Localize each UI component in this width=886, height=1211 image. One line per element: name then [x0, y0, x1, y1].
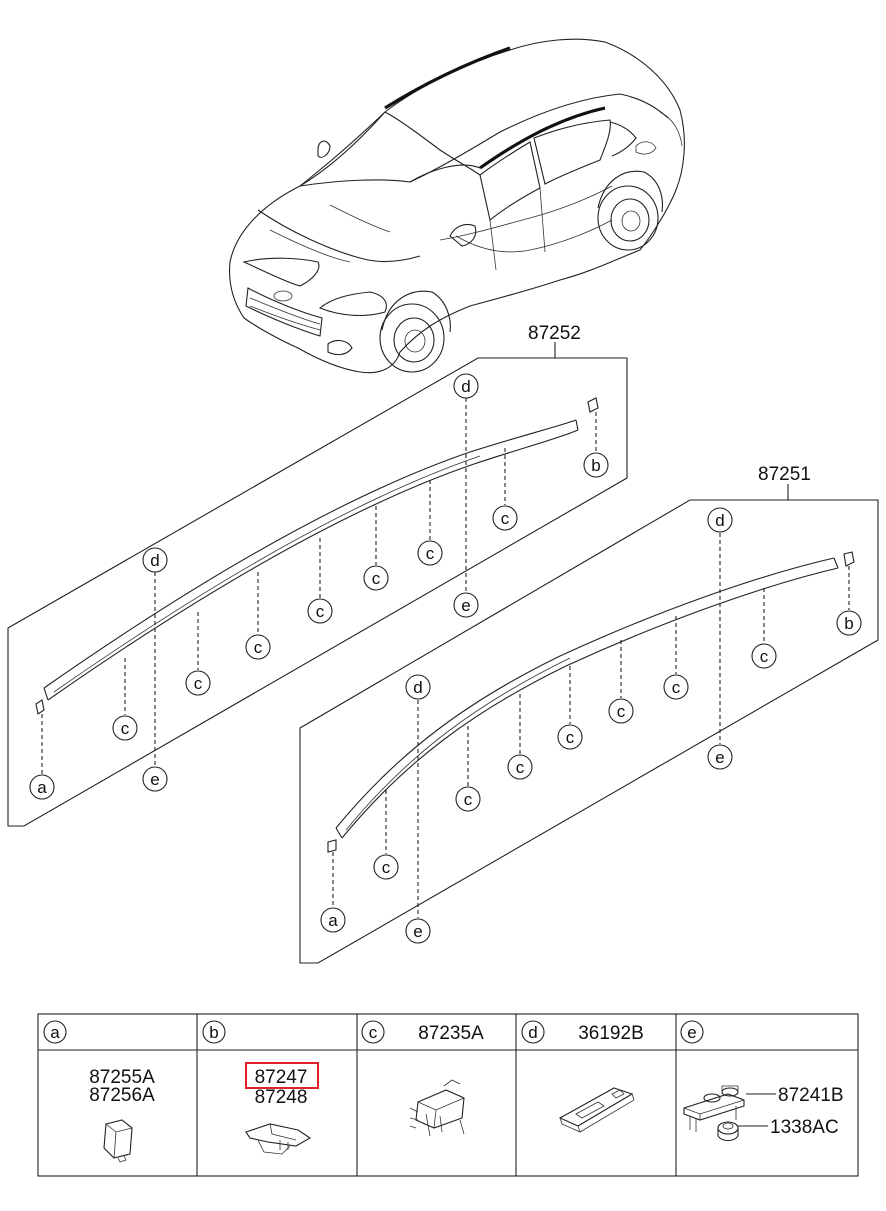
legend-letter-d: d [528, 1023, 537, 1042]
callout-d: d [453, 373, 479, 399]
callout-e: e [142, 766, 168, 792]
svg-text:c: c [566, 728, 575, 747]
assembly-87252-label: 87252 [528, 323, 581, 344]
legend-cell-c: c 87235A [361, 1020, 484, 1137]
svg-text:c: c [426, 544, 435, 563]
callout-b: b [836, 610, 862, 636]
callout-e: e [707, 744, 733, 770]
callout-c: c [307, 598, 333, 624]
callout-c: c [417, 540, 443, 566]
legend-table-border [37, 1013, 859, 1177]
callout-a: a [320, 907, 346, 933]
car-illustration [228, 38, 685, 374]
svg-text:e: e [715, 748, 724, 767]
svg-text:d: d [715, 511, 724, 530]
legend-cell-e: e 87241B 1338AC [680, 1020, 844, 1142]
svg-text:c: c [617, 702, 626, 721]
svg-text:d: d [461, 377, 470, 396]
roof-molding-strip-1 [43, 419, 577, 689]
clip-a-illustration [103, 1119, 133, 1163]
end-cap-a-1 [35, 699, 45, 715]
end-cap-b-1 [587, 397, 599, 413]
assembly-87252: 87252 a b d d e e c c c c c c c [7, 323, 628, 827]
svg-text:c: c [501, 509, 510, 528]
legend-cell-d: d 36192B [521, 1020, 644, 1133]
svg-text:c: c [760, 647, 769, 666]
legend-part-87256a: 87256A [89, 1085, 155, 1106]
assembly-87251-label: 87251 [758, 464, 811, 485]
roof-molding-strip-2 [335, 557, 835, 829]
svg-text:b: b [844, 614, 853, 633]
callout-c: c [373, 854, 399, 880]
legend-part-36192b: 36192B [578, 1023, 644, 1044]
legend-letter-b: b [209, 1023, 218, 1042]
svg-text:d: d [413, 678, 422, 697]
callout-c: c [663, 674, 689, 700]
clip-d-illustration [558, 1087, 635, 1133]
svg-text:c: c [121, 719, 130, 738]
callout-c: c [363, 565, 389, 591]
legend-cell-a: a 87255A 87256A [43, 1020, 155, 1163]
clip-b-illustration [245, 1123, 312, 1155]
legend-cell-b: b 87247 87248 [202, 1020, 319, 1155]
svg-text:e: e [150, 770, 159, 789]
svg-text:d: d [150, 551, 159, 570]
end-cap-b-2 [843, 551, 855, 567]
callout-c: c [245, 634, 271, 660]
callout-c: c [492, 505, 518, 531]
svg-text:c: c [464, 790, 473, 809]
legend-part-1338ac: 1338AC [770, 1117, 839, 1138]
callout-e: e [453, 592, 479, 618]
callout-c: c [455, 786, 481, 812]
legend-part-87235a: 87235A [418, 1023, 484, 1044]
clip-c-illustration [409, 1079, 465, 1137]
callout-c: c [751, 643, 777, 669]
svg-text:c: c [516, 758, 525, 777]
callout-c: c [608, 698, 634, 724]
svg-text:c: c [316, 602, 325, 621]
callout-c: c [185, 670, 211, 696]
svg-text:c: c [372, 569, 381, 588]
end-cap-a-2 [327, 839, 337, 853]
legend-part-87255a: 87255A [89, 1067, 155, 1088]
svg-text:a: a [328, 911, 338, 930]
clip-e-illustration [683, 1085, 745, 1142]
highlight-box [245, 1062, 319, 1089]
svg-text:c: c [254, 638, 263, 657]
legend-part-87241b: 87241B [778, 1085, 844, 1106]
svg-text:a: a [37, 778, 47, 797]
callout-d: d [405, 674, 431, 700]
legend-part-87247: 87247 [255, 1067, 308, 1088]
callout-c: c [557, 724, 583, 750]
callout-a: a [29, 774, 55, 800]
callout-b: b [583, 452, 609, 478]
svg-text:e: e [461, 596, 470, 615]
callout-c: c [507, 754, 533, 780]
svg-text:c: c [194, 674, 203, 693]
svg-text:e: e [413, 922, 422, 941]
legend-part-87248: 87248 [255, 1087, 308, 1108]
legend-letter-e: e [687, 1023, 696, 1042]
legend-letter-c: c [369, 1023, 378, 1042]
svg-text:c: c [672, 678, 681, 697]
assembly-87252-frame [7, 357, 628, 827]
svg-text:c: c [382, 858, 391, 877]
svg-text:b: b [591, 456, 600, 475]
assembly-87251: 87251 a b d d e e c c c c c c c [299, 464, 879, 964]
callout-e: e [405, 918, 431, 944]
callout-d: d [142, 547, 168, 573]
legend-table: a 87255A 87256A b 87247 87248 [37, 1013, 859, 1177]
callout-d: d [707, 507, 733, 533]
callout-c: c [112, 715, 138, 741]
assembly-87251-frame [299, 499, 879, 964]
legend-letter-a: a [50, 1023, 60, 1042]
